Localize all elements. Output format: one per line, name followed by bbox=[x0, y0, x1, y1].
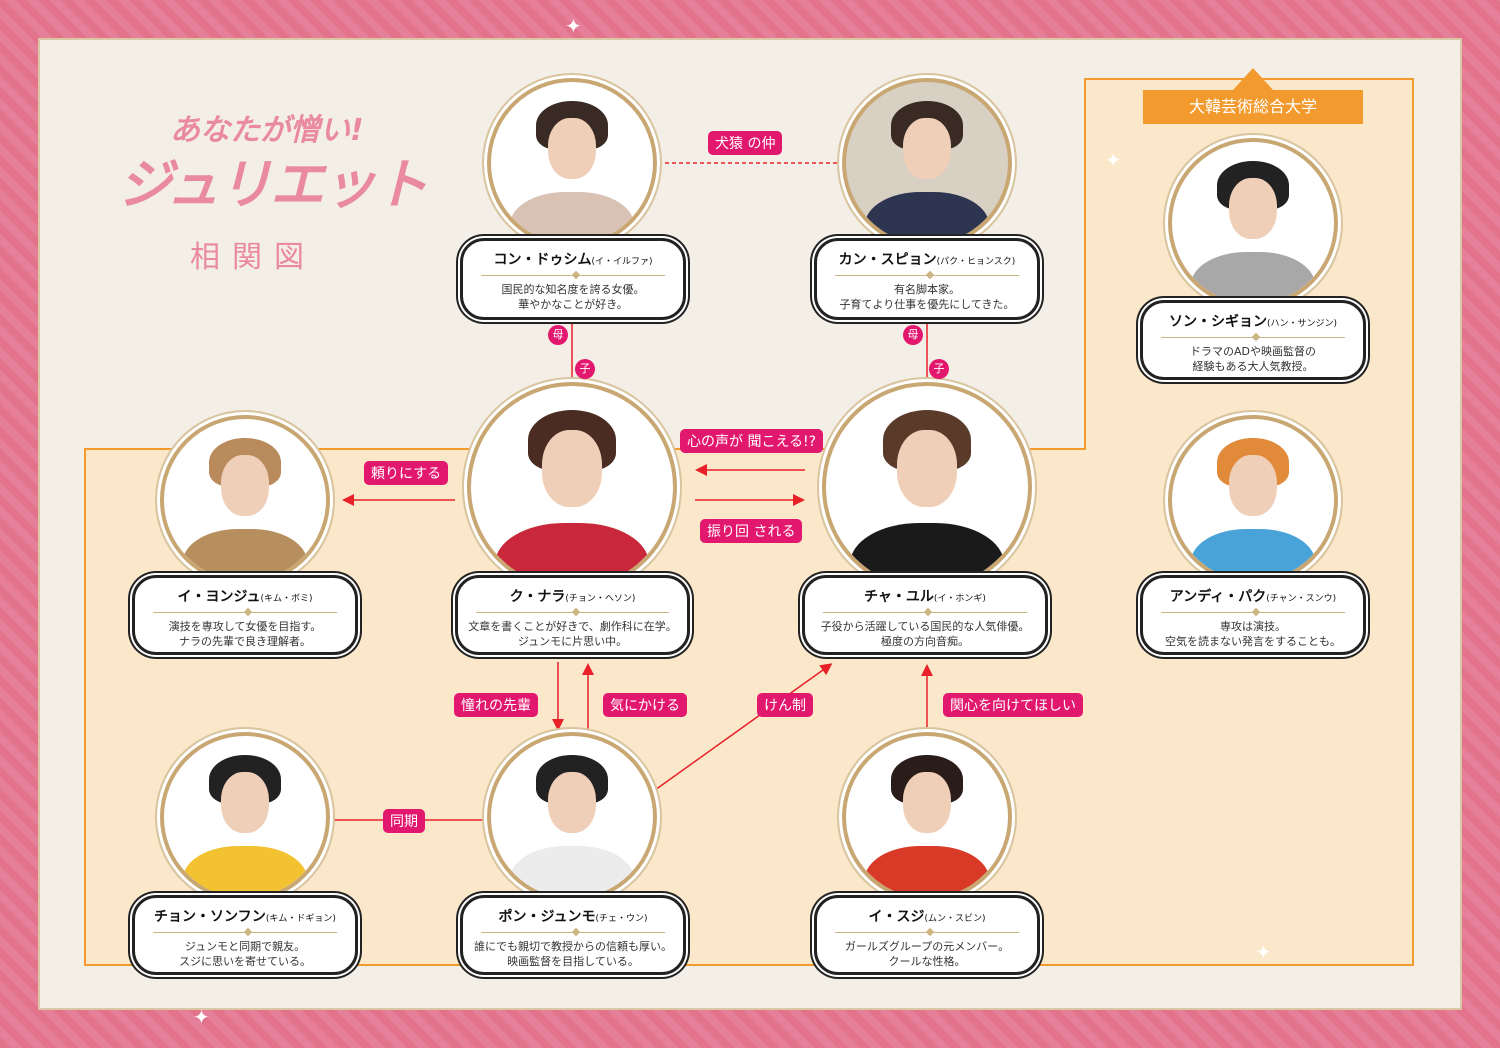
photo-i-yonju bbox=[160, 415, 330, 585]
card-kong-dushim: コン・ドゥシム(イ・イルファ)国民的な知名度を誇る女優。華やかなことが好き。 bbox=[460, 238, 686, 320]
sparkle-icon: ✦ bbox=[1105, 148, 1122, 172]
sparkle-icon: ✦ bbox=[193, 1005, 210, 1029]
photo-andy-park bbox=[1168, 415, 1338, 585]
photo-kong-dushim bbox=[487, 78, 657, 248]
label-child-left: 子 bbox=[575, 359, 595, 379]
photo-cha-yul bbox=[822, 382, 1032, 592]
title-chart: 相関図 bbox=[190, 240, 316, 275]
photo-i-suji bbox=[842, 732, 1012, 902]
label-mother-right: 母 bbox=[903, 325, 923, 345]
photo-son-sigyon bbox=[1168, 138, 1338, 308]
card-son-sigyon: ソン・シギョン(ハン・サンジン)ドラマのADや映画監督の経験もある大人気教授。 bbox=[1140, 300, 1366, 380]
label-rivals: 犬猿 の仲 bbox=[708, 131, 783, 155]
card-cha-yul: チャ・ユル(イ・ホンギ)子役から活躍している国民的な人気俳優。極度の方向音痴。 bbox=[802, 575, 1048, 655]
label-mother-left: 母 bbox=[548, 325, 568, 345]
label-peers: 同期 bbox=[383, 809, 425, 833]
label-attention: 関心を向けてほしい bbox=[943, 693, 1083, 717]
card-andy-park: アンディ・パク(チャン・スンウ)専攻は演技。空気を読まない発言をすることも。 bbox=[1140, 575, 1366, 655]
label-senpai: 憧れの先輩 bbox=[454, 693, 538, 717]
label-child-right: 子 bbox=[929, 359, 949, 379]
photo-kang-supyon bbox=[842, 78, 1012, 248]
card-bong-junmo: ポン・ジュンモ(チェ・ウン)誰にでも親切で教授からの信頼も厚い。映画監督を目指し… bbox=[460, 895, 686, 975]
card-jeong-sonfun: チョン・ソンフン(キム・ドギョン)ジュンモと同期で親友。スジに思いを寄せている。 bbox=[132, 895, 358, 975]
arrow-check bbox=[654, 663, 833, 791]
card-ku-nara: ク・ナラ(チョン・ヘソン)文章を書くことが好きで、劇作科に在学。ジュンモに片思い… bbox=[455, 575, 690, 655]
label-swayed: 振り回 される bbox=[700, 519, 803, 543]
photo-ku-nara bbox=[467, 382, 677, 592]
label-hear: 心の声が 聞こえる!? bbox=[680, 429, 824, 453]
sparkle-icon: ✦ bbox=[565, 14, 582, 38]
university-label: 大韓芸術総合大学 bbox=[1143, 68, 1363, 124]
label-care: 気にかける bbox=[603, 693, 687, 717]
label-rely: 頼りにする bbox=[364, 461, 449, 485]
title-logo: ジュリエット bbox=[118, 153, 428, 216]
label-check: けん制 bbox=[757, 693, 813, 717]
card-i-suji: イ・スジ(ムン・スビン)ガールズグループの元メンバー。クールな性格。 bbox=[814, 895, 1040, 975]
card-i-yonju: イ・ヨンジュ(キム・ボミ)演技を専攻して女優を目指す。ナラの先輩で良き理解者。 bbox=[132, 575, 358, 655]
card-kang-supyon: カン・スピョン(パク・ヒョンスク)有名脚本家。子育てより仕事を優先にしてきた。 bbox=[814, 238, 1040, 320]
photo-bong-junmo bbox=[487, 732, 657, 902]
title-line1: あなたが憎い! bbox=[170, 113, 364, 148]
sparkle-icon: ✦ bbox=[1255, 940, 1272, 964]
photo-jeong-sonfun bbox=[160, 732, 330, 902]
